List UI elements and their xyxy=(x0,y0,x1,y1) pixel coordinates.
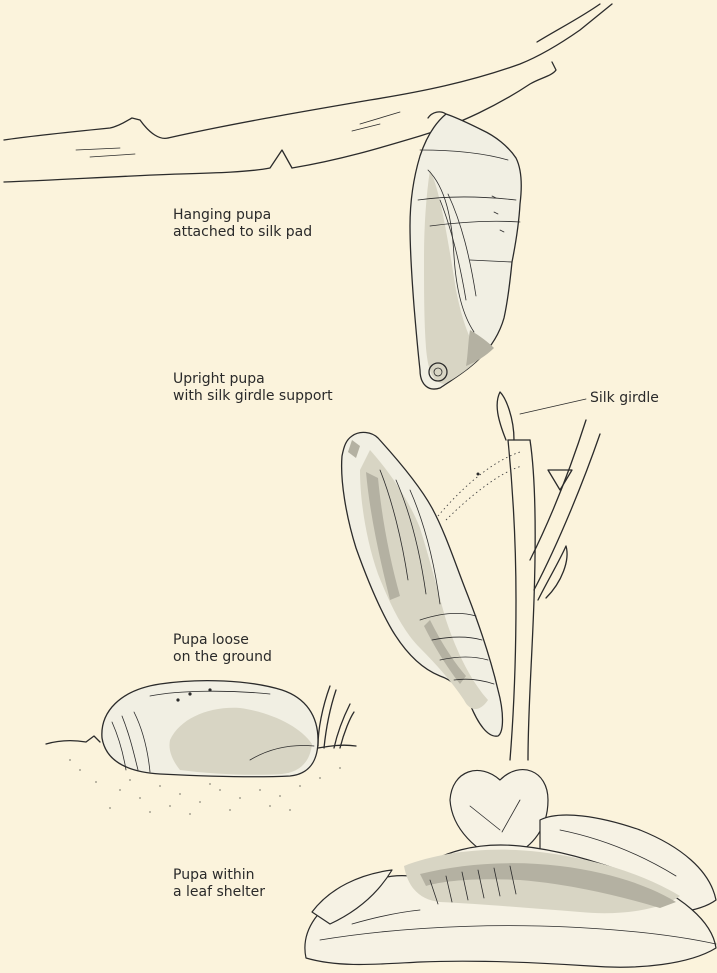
caption-hanging-pupa: Hanging pupa attached to silk pad xyxy=(173,207,312,241)
grass xyxy=(318,686,354,748)
ground-pupa xyxy=(46,681,356,815)
caption-upright-line2: with silk girdle support xyxy=(173,388,333,405)
silk-girdle-label: Silk girdle xyxy=(590,390,659,407)
caption-upright-line1: Upright pupa xyxy=(173,371,333,388)
silk-girdle-text: Silk girdle xyxy=(590,390,659,407)
upright-stem xyxy=(497,392,600,760)
caption-loose-pupa: Pupa loose on the ground xyxy=(173,632,272,666)
caption-loose-line2: on the ground xyxy=(173,649,272,666)
caption-shelter-pupa: Pupa within a leaf shelter xyxy=(173,867,265,901)
caption-hanging-line1: Hanging pupa xyxy=(173,207,312,224)
caption-shelter-line2: a leaf shelter xyxy=(173,884,265,901)
caption-shelter-line1: Pupa within xyxy=(173,867,265,884)
hanging-pupa xyxy=(410,112,521,389)
caption-hanging-line2: attached to silk pad xyxy=(173,224,312,241)
caption-upright-pupa: Upright pupa with silk girdle support xyxy=(173,371,333,405)
silk-girdle-callout xyxy=(438,399,586,520)
caption-loose-line1: Pupa loose xyxy=(173,632,272,649)
upright-pupa xyxy=(342,432,503,736)
leaf-shelter xyxy=(305,770,716,968)
branch xyxy=(4,4,612,182)
